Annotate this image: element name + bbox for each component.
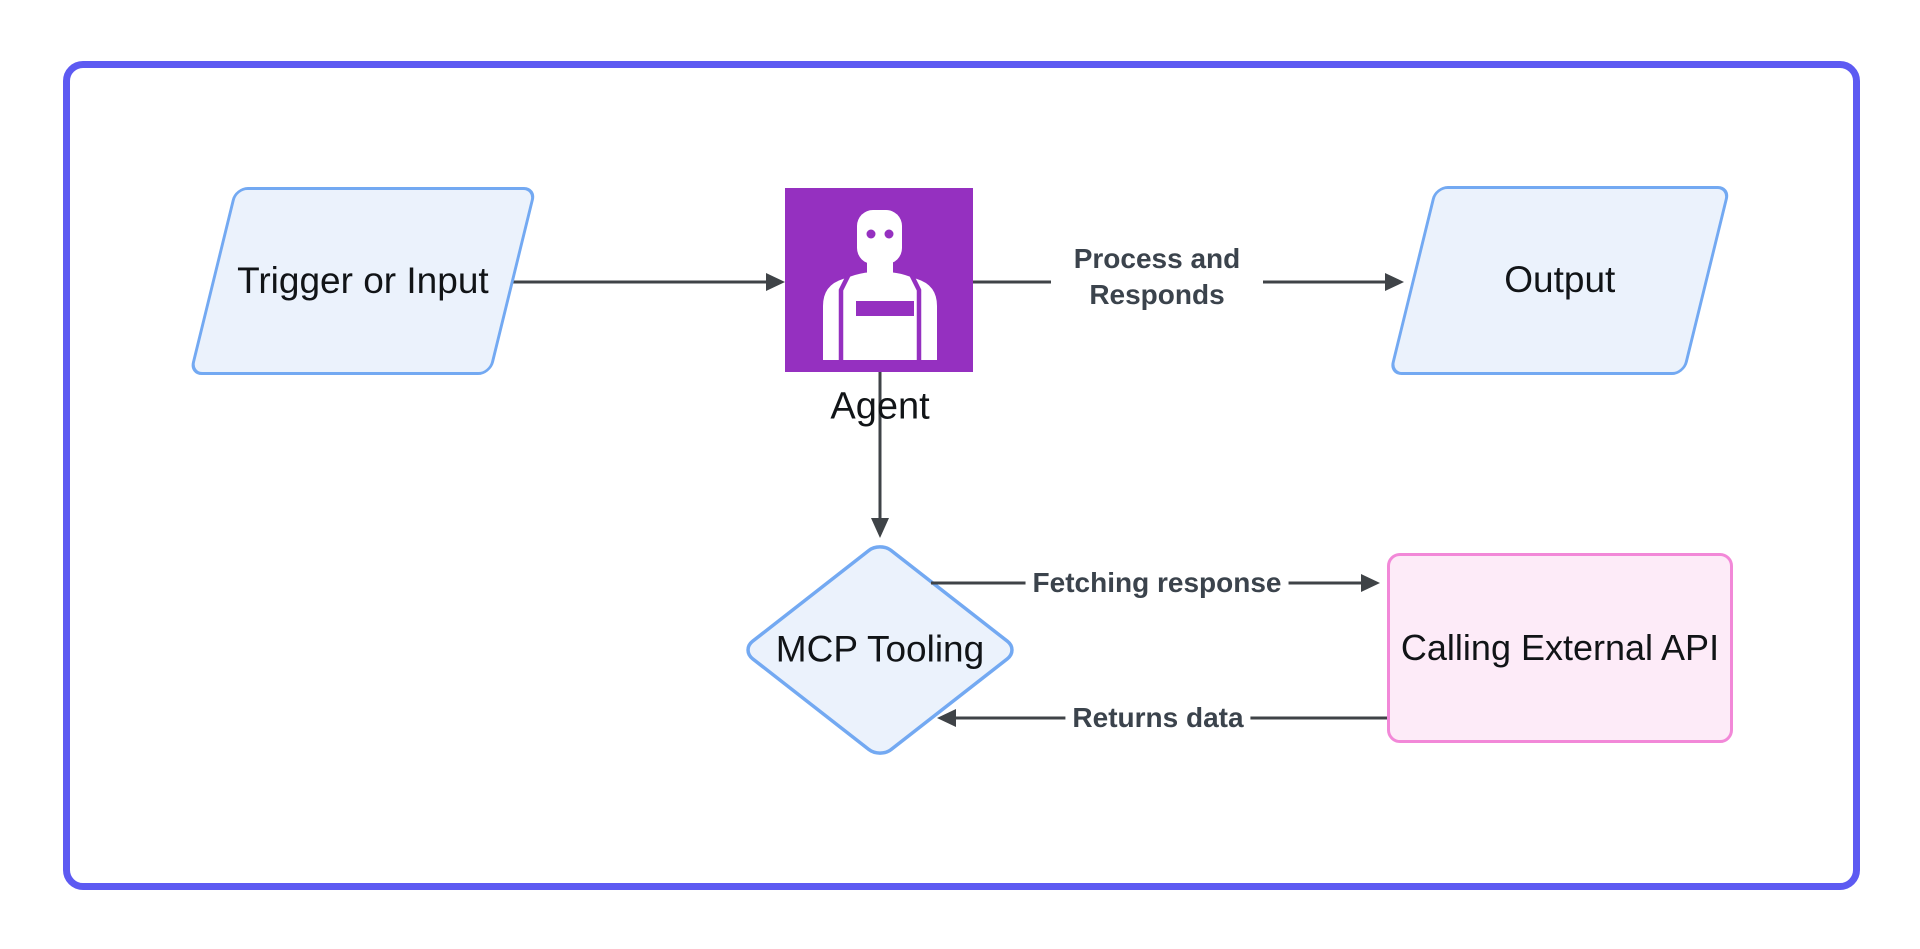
robot-eye-right: [884, 229, 894, 239]
node-agent: [785, 188, 973, 372]
robot-arm-seam-right: [908, 272, 922, 360]
agent-label: Agent: [830, 385, 930, 428]
edge-label-process-and-responds: Process and Responds: [1051, 240, 1263, 314]
robot-eye-left: [866, 229, 876, 239]
mcp-tooling-label: MCP Tooling: [775, 628, 985, 670]
node-calling-external-api: Calling External API: [1387, 553, 1733, 743]
diagram-outer-frame: [63, 61, 1860, 890]
edge-label-fetching-response: Fetching response: [1025, 566, 1289, 600]
edge-label-returns-data: Returns data: [1065, 701, 1251, 735]
robot-arm-seam-left: [838, 272, 852, 360]
calling-external-api-label: Calling External API: [1400, 627, 1720, 669]
trigger-or-input-label: Trigger or Input: [237, 259, 489, 301]
node-trigger-or-input: Trigger or Input: [188, 187, 538, 375]
robot-head: [857, 210, 902, 264]
robot-chest-bar: [856, 301, 914, 316]
robot-icon: [823, 210, 937, 360]
node-output: Output: [1388, 186, 1731, 375]
output-label: Output: [1504, 259, 1616, 301]
